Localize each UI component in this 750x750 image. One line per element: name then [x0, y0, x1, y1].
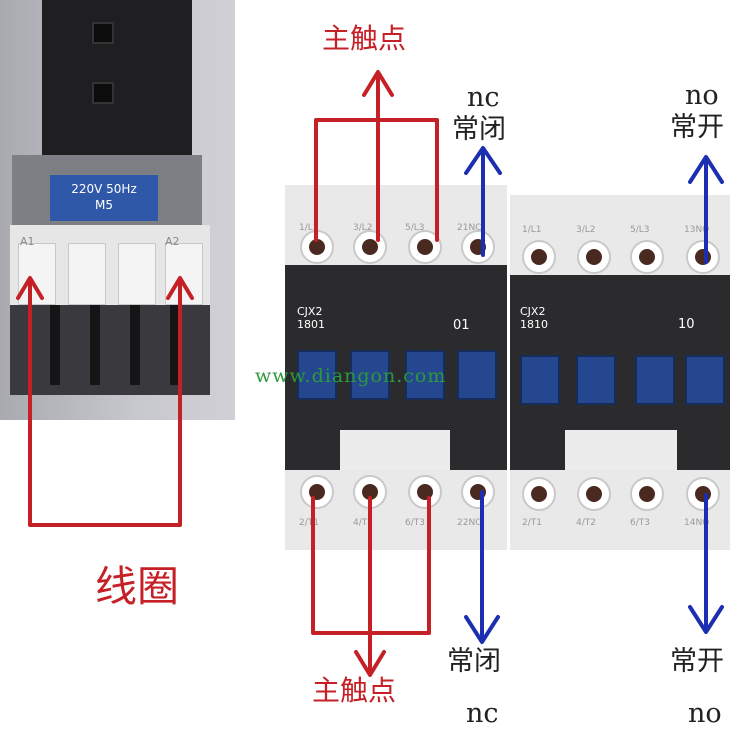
terminal-screw [300, 475, 334, 509]
terminal-screw [353, 230, 387, 264]
terminal-label: 6/T3 [405, 518, 425, 528]
no-bottom-arrowhead [688, 605, 724, 634]
coil-arrowhead-left [16, 276, 44, 300]
coil-rating-line1: 220V 50Hz [71, 182, 137, 196]
nc-top-en-label: nc [467, 82, 500, 113]
terminal-a1-label: A1 [20, 235, 35, 248]
terminal-screw [408, 475, 442, 509]
nc-bottom-en-label: nc [466, 698, 499, 729]
main-contact-key [635, 355, 675, 405]
watermark: www.diangon.com [255, 365, 447, 387]
main-contact-top-arrowhead [362, 70, 394, 97]
aux-contact-key [457, 350, 497, 400]
terminal-screw [461, 230, 495, 264]
terminal-label: 13NO [684, 225, 710, 235]
model-label: CJX2 1801 [297, 305, 325, 331]
aux-contact-code: 01 [453, 318, 470, 333]
coil-housing [42, 0, 192, 160]
terminal-label: 14NO [684, 518, 710, 528]
terminal-label: 5/L3 [630, 225, 650, 235]
contactor-label-strip [340, 430, 450, 470]
terminal-label: 22NC [457, 518, 482, 528]
terminal-screw [577, 240, 611, 274]
main-contacts-bottom-label: 主触点 [312, 674, 397, 707]
main-contact-key [297, 350, 337, 400]
coil-terminal-block [10, 225, 210, 310]
terminal-screw [408, 230, 442, 264]
main-contact-key [576, 355, 616, 405]
terminal-screw [577, 477, 611, 511]
coil-arrowhead-right [166, 276, 194, 300]
terminal-screw [686, 477, 720, 511]
contactor-cjx2-1801: 1/L1 3/L2 5/L3 21NC CJX2 1801 01 2/T1 4/… [285, 185, 507, 550]
terminal-label: 1/L1 [299, 223, 319, 233]
terminal-label: 5/L3 [405, 223, 425, 233]
coil-rating-line2: M5 [95, 198, 113, 212]
nc-top-arrowhead [464, 146, 502, 175]
aux-contact-code: 10 [678, 317, 695, 332]
terminal-a2-label: A2 [165, 235, 180, 248]
nc-bottom-zh-label: 常闭 [447, 646, 501, 677]
terminal-label: 6/T3 [630, 518, 650, 528]
no-top-zh-label: 常开 [670, 112, 724, 143]
no-top-arrowhead [688, 155, 724, 184]
terminal-label: 4/T2 [576, 518, 596, 528]
terminal-screw [522, 240, 556, 274]
terminal-screw [461, 475, 495, 509]
no-top-en-label: no [685, 80, 719, 111]
coil-base [10, 305, 210, 395]
terminal-label: 2/T1 [299, 518, 319, 528]
main-contact-key [405, 350, 445, 400]
main-contact-key [520, 355, 560, 405]
no-bottom-zh-label: 常开 [670, 646, 724, 677]
nc-top-zh-label: 常闭 [452, 114, 506, 145]
terminal-screw [630, 240, 664, 274]
coil-photo: 220V 50Hz M5 A1 A2 [0, 0, 235, 420]
main-contact-bottom-arrowhead [354, 650, 386, 677]
coil-label: 线圈 [95, 562, 180, 611]
terminal-label: 2/T1 [522, 518, 542, 528]
main-contacts-top-label: 主触点 [322, 22, 407, 55]
terminal-label: 21NC [457, 223, 482, 233]
terminal-screw [630, 477, 664, 511]
terminal-label: 1/L1 [522, 225, 542, 235]
no-bottom-en-label: no [688, 698, 722, 729]
aux-contact-key [685, 355, 725, 405]
coil-arrow-left [28, 278, 182, 527]
contactor-cjx2-1810: 1/L1 3/L2 5/L3 13NO CJX2 1810 10 2/T1 4/… [510, 195, 730, 550]
terminal-label: 3/L2 [576, 225, 596, 235]
contactor-label-strip [565, 430, 677, 470]
terminal-label: 3/L2 [353, 223, 373, 233]
model-label: CJX2 1810 [520, 305, 548, 331]
nc-bottom-arrowhead [464, 615, 500, 644]
terminal-screw [522, 477, 556, 511]
main-contact-key [350, 350, 390, 400]
terminal-screw [686, 240, 720, 274]
coil-rating-plate: 220V 50Hz M5 [50, 175, 158, 221]
terminal-label: 4/T2 [353, 518, 373, 528]
